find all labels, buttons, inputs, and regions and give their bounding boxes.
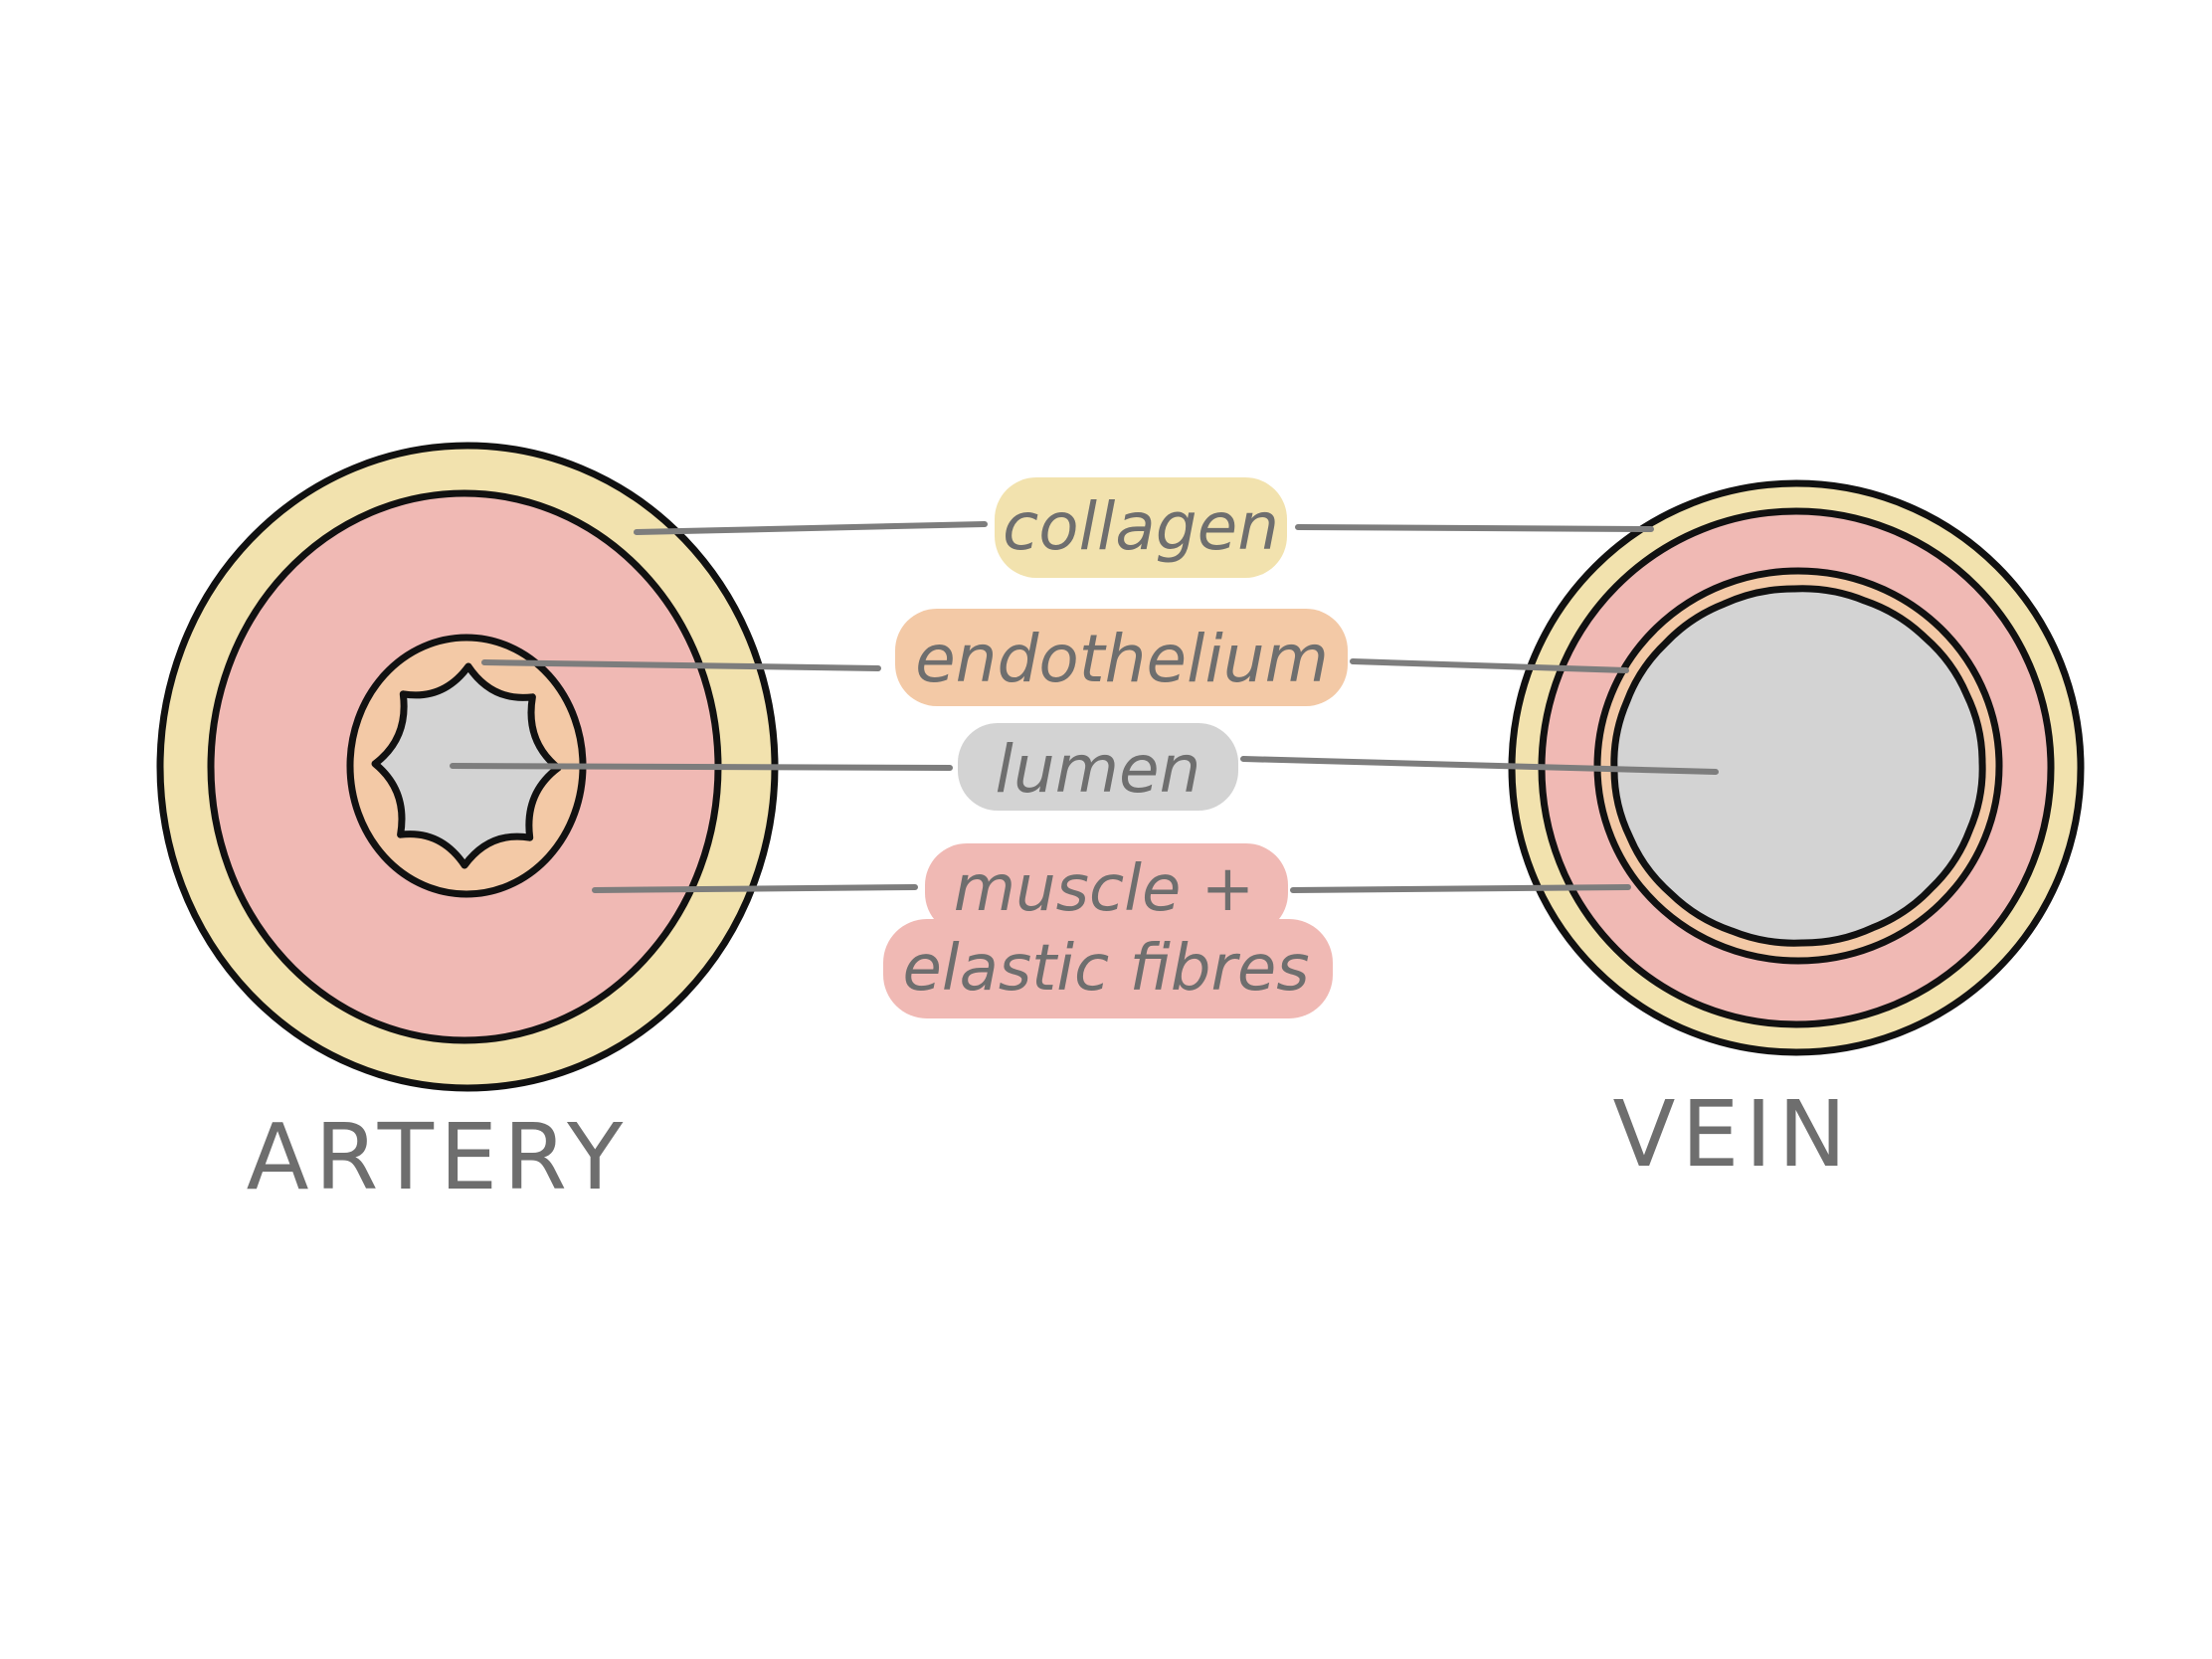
- label-collagen: collagen: [995, 477, 1287, 578]
- vein-lumen: [1610, 585, 1986, 947]
- lumen-label: lumen: [996, 731, 1201, 808]
- muscle-badge: [925, 843, 1288, 935]
- muscle-badge-lower: [883, 919, 1333, 1018]
- vein-title: VEIN: [1612, 1081, 1852, 1188]
- leader-muscle-vein: [1290, 884, 1631, 893]
- leader-lumen-vein: [1240, 756, 1719, 775]
- collagen-badge: [995, 477, 1287, 578]
- artery-title: ARTERY: [247, 1104, 630, 1210]
- muscle-label-line1: muscle +: [954, 852, 1255, 926]
- leader-collagen-vein: [1295, 524, 1654, 532]
- leader-endothelium-artery: [481, 659, 881, 671]
- leader-muscle-artery: [592, 884, 918, 893]
- label-muscle-elastic: muscle + elastic fibres: [883, 843, 1333, 1018]
- leader-lines: [450, 521, 1719, 893]
- label-lumen: lumen: [958, 723, 1238, 811]
- vein-cross-section: [1508, 479, 2085, 1056]
- collagen-label: collagen: [1003, 488, 1279, 565]
- endothelium-label: endothelium: [915, 621, 1329, 697]
- lumen-badge: [958, 723, 1238, 811]
- leader-lumen-artery: [450, 763, 953, 771]
- label-endothelium: endothelium: [895, 609, 1348, 706]
- leader-endothelium-vein: [1350, 658, 1629, 673]
- endothelium-badge: [895, 609, 1348, 706]
- muscle-label-line2: elastic fibres: [902, 932, 1309, 1006]
- leader-collagen-artery: [634, 521, 988, 535]
